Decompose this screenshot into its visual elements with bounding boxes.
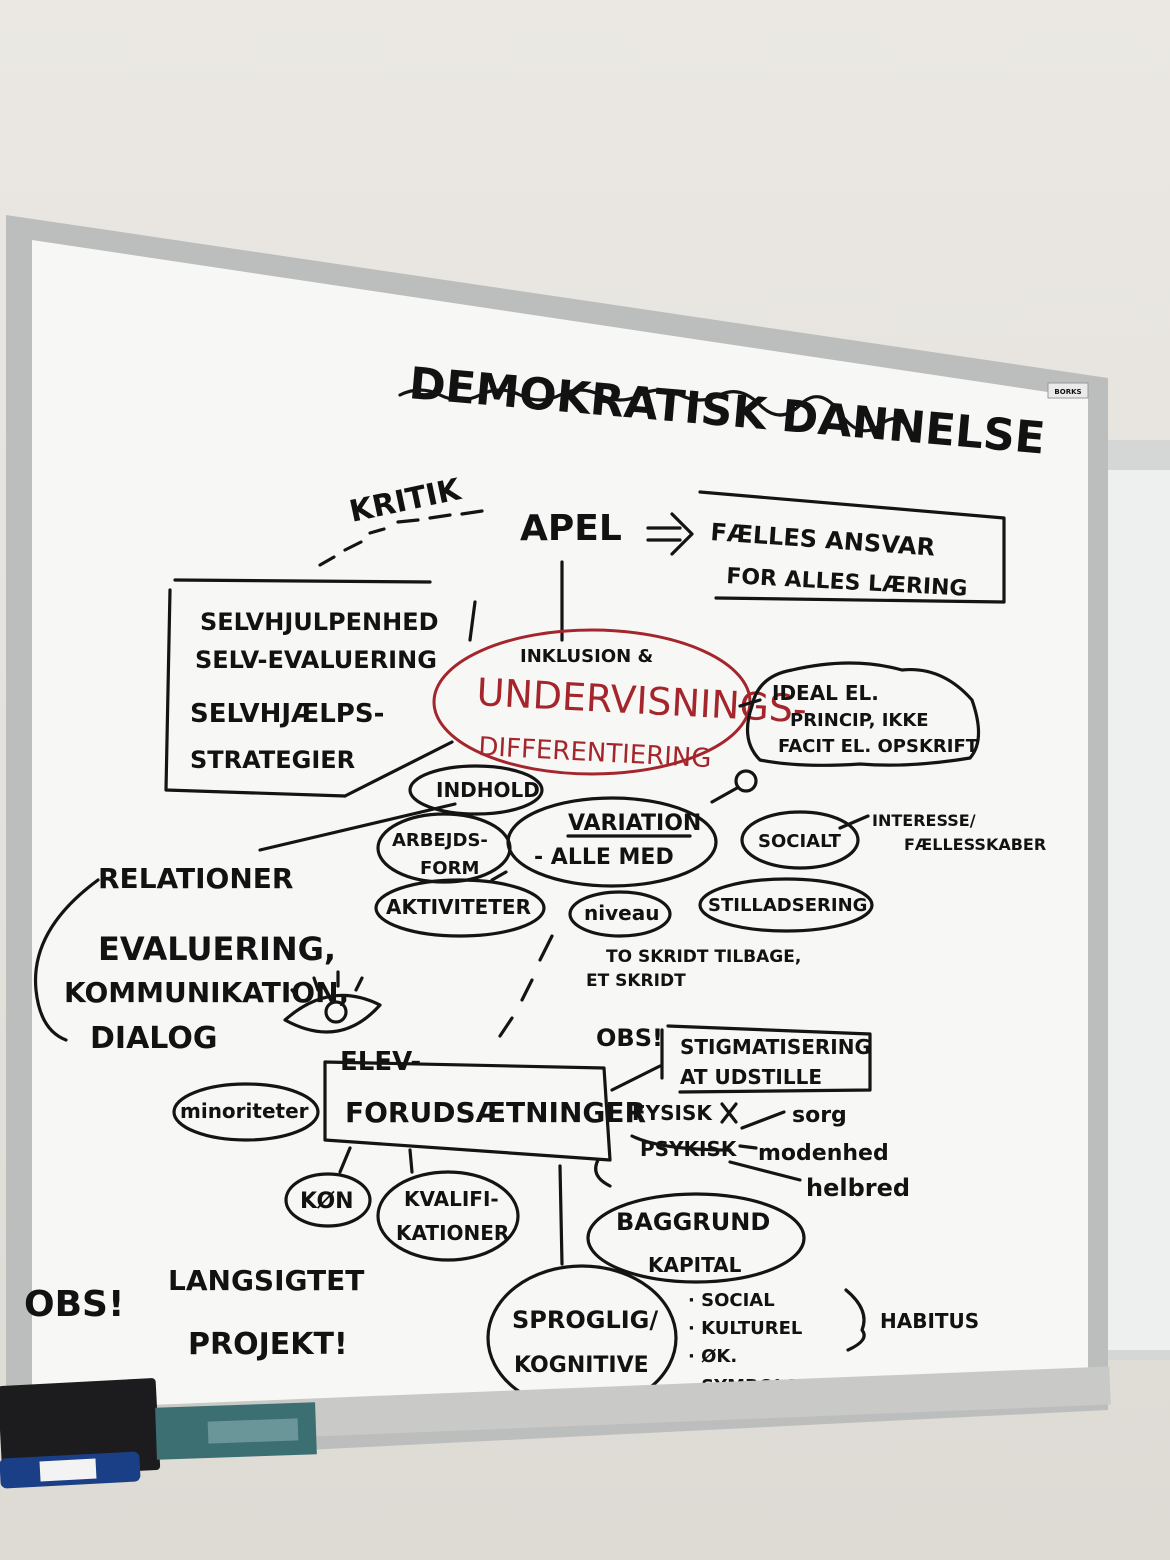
key-doodle-icon bbox=[734, 769, 758, 793]
psykisk-underline bbox=[630, 1134, 732, 1152]
fysisk-label: FYSISK bbox=[632, 1101, 713, 1125]
sproglig-connector bbox=[558, 1164, 564, 1266]
helbred-label: helbred bbox=[806, 1174, 910, 1202]
kvalifikationer-connector bbox=[408, 1148, 414, 1174]
stilladsering-label: STILLADSERING bbox=[708, 895, 867, 916]
brand-sticker bbox=[1047, 382, 1089, 399]
modenhed-label: modenhed bbox=[758, 1141, 889, 1166]
stigma-line2: AT UDSTILLE bbox=[680, 1065, 822, 1089]
niveau-label: niveau bbox=[584, 901, 659, 925]
brand-sticker-text: BORKS bbox=[1054, 388, 1081, 396]
elev-dashed-connector bbox=[498, 934, 554, 1038]
stigma-box bbox=[660, 1024, 872, 1094]
baggrund-label: BAGGRUND bbox=[616, 1208, 770, 1236]
sproglig-line1: SPROGLIG/ bbox=[512, 1306, 658, 1334]
arbejdsform-line2: FORM bbox=[420, 858, 479, 879]
elev-to-stigma-connector bbox=[610, 1064, 662, 1092]
variation-line2: - ALLE MED bbox=[534, 845, 674, 870]
ideal-line2: PRINCIP, IKKE bbox=[790, 710, 929, 731]
minoriteter-label: minoriteter bbox=[180, 1099, 309, 1123]
evaluering-line1: EVALUERING, bbox=[98, 930, 336, 968]
kapital-label: KAPITAL bbox=[648, 1253, 742, 1277]
obs-small-label: OBS! bbox=[596, 1024, 663, 1052]
selv-line2: SELV-EVALUERING bbox=[195, 646, 437, 674]
kvalifikationer-ellipse bbox=[376, 1170, 520, 1262]
ideal-connector bbox=[738, 698, 762, 708]
relationer-connector bbox=[258, 802, 457, 852]
aktiviteter-ellipse bbox=[374, 878, 546, 938]
faelles-box bbox=[698, 490, 1006, 604]
relationer-bracket bbox=[33, 878, 100, 1042]
ideal-line1: IDEAL EL. bbox=[772, 681, 879, 705]
selv-line4: STRATEGIER bbox=[190, 746, 355, 774]
eraser-felt-inner bbox=[207, 1418, 299, 1444]
kon-ellipse bbox=[284, 1172, 372, 1228]
elev-box bbox=[323, 1060, 612, 1162]
stilladsering-ellipse bbox=[698, 877, 874, 933]
fysisk-cross bbox=[720, 1102, 738, 1124]
stigma-line1: STIGMATISERING bbox=[680, 1035, 871, 1059]
adjacent-board-surface bbox=[1108, 470, 1170, 1350]
title-underline bbox=[398, 388, 912, 435]
kapital-okonomisk: · ØK. bbox=[688, 1346, 737, 1367]
aktiviteter-label: AKTIVITETER bbox=[386, 895, 531, 919]
socialt-connector bbox=[838, 814, 870, 830]
whiteboard-surface bbox=[32, 240, 1088, 1440]
psykisk-connectors bbox=[728, 1110, 802, 1182]
selv-line3: SELVHJÆLPS- bbox=[190, 699, 384, 729]
niveau-ellipse bbox=[568, 890, 672, 938]
kvalifikationer-line1: KVALIFI- bbox=[404, 1187, 499, 1211]
forudsaetninger-label: FORUDSÆTNINGER bbox=[345, 1096, 646, 1129]
relationer-label: RELATIONER bbox=[98, 862, 293, 895]
interesse-line2: FÆLLESSKABER bbox=[904, 835, 1046, 854]
eye-doodle-icon bbox=[283, 993, 382, 1034]
apel-arrow bbox=[646, 512, 694, 556]
langsigtet-line2: PROJEKT! bbox=[188, 1327, 348, 1362]
sproglig-line2: KOGNITIVE bbox=[514, 1353, 649, 1378]
eye-pupil bbox=[324, 1000, 348, 1024]
socialt-ellipse bbox=[740, 810, 860, 870]
sorg-label: sorg bbox=[792, 1103, 847, 1128]
obs-big-label: OBS! bbox=[24, 1284, 124, 1325]
selv-box bbox=[164, 578, 477, 798]
baggrund-ellipse bbox=[586, 1192, 806, 1284]
minoriteter-ellipse bbox=[172, 1082, 320, 1142]
key-doodle-stem bbox=[710, 786, 739, 804]
selv-line1: SELVHJULPENHED bbox=[200, 608, 439, 636]
toskridt-line2: ET SKRIDT bbox=[586, 971, 686, 991]
marker-label bbox=[39, 1458, 97, 1482]
eye-lashes bbox=[290, 970, 364, 1002]
kritik-dashed-line bbox=[318, 509, 484, 567]
indhold-label: INDHOLD bbox=[436, 778, 540, 802]
habitus-brace bbox=[844, 1288, 866, 1352]
langsigtet-line1: LANGSIGTET bbox=[168, 1264, 364, 1297]
selv-to-center-connector bbox=[343, 740, 454, 798]
center-inklusion: INKLUSION & bbox=[520, 646, 653, 667]
ideal-cloud bbox=[745, 661, 981, 767]
indhold-ellipse bbox=[408, 764, 544, 816]
socialt-label: SOCIALT bbox=[758, 831, 842, 852]
apel-label: APEL bbox=[520, 508, 622, 549]
kon-label: KØN bbox=[300, 1189, 354, 1214]
evaluering-line2: KOMMUNIKATION, bbox=[64, 976, 349, 1009]
interesse-line1: INTERESSE/ bbox=[872, 811, 976, 830]
baggrund-connector bbox=[594, 1158, 612, 1188]
toskridt-line1: TO SKRIDT TILBAGE, bbox=[606, 947, 801, 967]
arbejdsform-line1: ARBEJDS- bbox=[392, 830, 488, 851]
kapital-kulturel: · KULTUREL bbox=[688, 1318, 802, 1339]
kapital-social: · SOCIAL bbox=[688, 1290, 775, 1311]
habitus-label: HABITUS bbox=[880, 1309, 979, 1333]
evaluering-line3: DIALOG bbox=[90, 1021, 217, 1056]
aktiviteter-connector bbox=[490, 870, 508, 882]
kvalifikationer-line2: KATIONER bbox=[396, 1221, 509, 1245]
kon-connector bbox=[338, 1146, 352, 1174]
ideal-line3: FACIT EL. OPSKRIFT bbox=[778, 736, 979, 757]
variation-line1: VARIATION bbox=[568, 811, 701, 836]
